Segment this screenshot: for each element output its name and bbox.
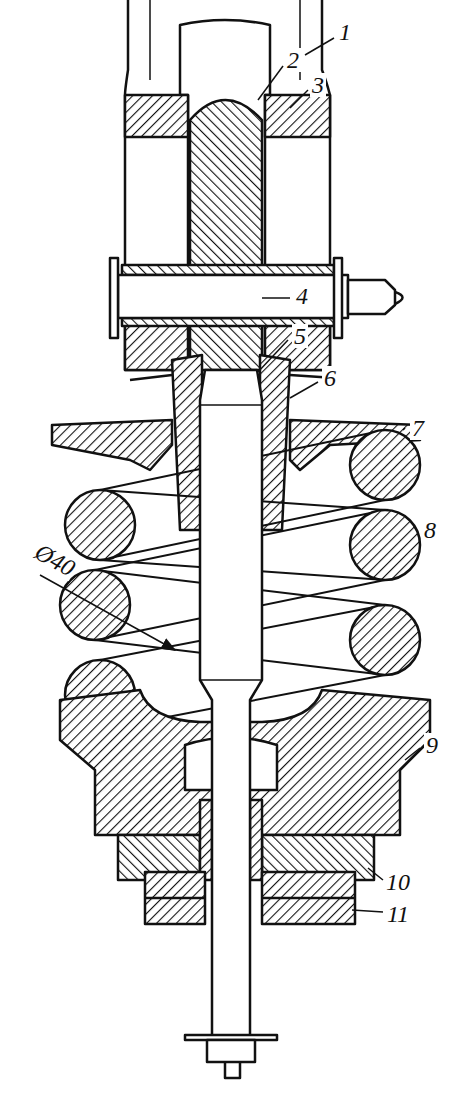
bottom-nut [207,1040,255,1062]
nut [348,280,395,314]
callout-number: 6 [322,366,338,390]
callout-number: 8 [422,518,438,542]
cushion [145,872,205,924]
callout-number: 5 [292,324,308,348]
callout-number: 7 [410,416,426,440]
bushing [122,265,334,275]
spring-seat [52,420,172,470]
callout-number: 4 [294,284,310,308]
callout-number: 3 [310,73,326,97]
callout-number: 2 [285,48,301,72]
rod [200,370,262,1040]
rod-eye [190,100,262,370]
callout-number: 9 [424,733,440,757]
pin [118,275,348,318]
fork-ear [125,95,188,137]
callout-number: 1 [337,20,353,44]
rubber-bushing [172,355,202,530]
callout-number: 10 [384,870,412,894]
callout-number: 11 [385,902,411,926]
